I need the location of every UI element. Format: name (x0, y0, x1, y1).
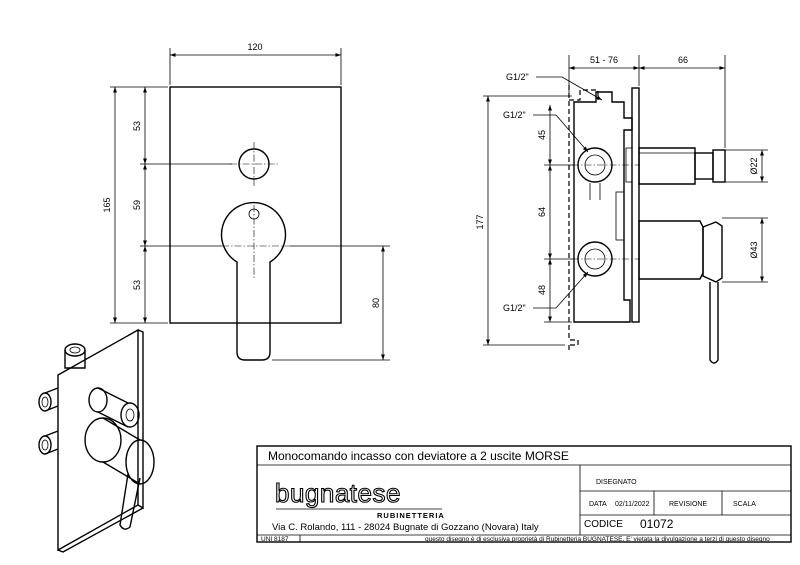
dim-dia-small: Ø22 (749, 157, 759, 174)
data-value: 02/11/2022 (615, 501, 650, 508)
thread-top-label: G1/2" (506, 72, 529, 82)
dim-side-bottom: 48 (537, 285, 547, 295)
data-label: DATA (589, 501, 607, 508)
dim-front-height: 165 (102, 197, 112, 212)
svg-text:RUBINETTERIA: RUBINETTERIA (377, 511, 445, 520)
dim-front-width: 120 (247, 42, 262, 52)
front-plate (169, 86, 342, 324)
dim-front-top: 53 (132, 121, 142, 131)
diverter-knob-side (638, 147, 696, 185)
dim-dia-large: Ø43 (749, 241, 759, 258)
isometric-view (38, 328, 155, 553)
dim-lever-drop: 80 (371, 298, 381, 308)
iso-pipe-upper (38, 387, 59, 412)
iso-diverter-knob (88, 387, 140, 428)
lever-side (638, 220, 704, 280)
brand-logo: bugnatese RUBINETTERIA (274, 477, 445, 520)
side-view: 51 - 76 66 G1/2" G1/2" G1/2" 177 45 64 4… (475, 55, 768, 364)
iso-pipe-lower (38, 430, 59, 455)
dim-side-top: 45 (537, 130, 547, 140)
codice-value: 01072 (640, 517, 674, 531)
scala-label: SCALA (733, 501, 756, 508)
drawing-title: Monocomando incasso con deviatore a 2 us… (268, 449, 569, 463)
disclaimer: questo disegno è di esclusiva proprietà … (425, 536, 770, 543)
mixer-lever (220, 201, 287, 361)
codice-label: CODICE (584, 519, 623, 530)
dim-front-mid: 59 (132, 200, 142, 210)
dim-front-bottom: 53 (132, 280, 142, 290)
title-block: Monocomando incasso con deviatore a 2 us… (256, 445, 792, 543)
company-address: Via C. Rolando, 111 - 28024 Bugnate di G… (272, 522, 539, 533)
revisione-label: REVISIONE (669, 501, 707, 508)
valve-body (573, 91, 633, 323)
thread-upper-label: G1/2" (503, 110, 526, 120)
thread-lower-label: G1/2" (503, 303, 526, 313)
front-view: 120 165 53 59 53 80 (102, 42, 390, 361)
dim-side-spacing: 64 (537, 207, 547, 217)
dim-side-height: 177 (475, 214, 485, 229)
iso-pipe-top (64, 343, 86, 369)
disegnato-label: DISEGNATO (596, 479, 637, 486)
svg-text:bugnatese: bugnatese (275, 478, 401, 508)
lever-pivot (248, 208, 260, 220)
norm-label: UNI 8187 (261, 536, 289, 543)
iso-lever (84, 417, 155, 530)
side-plate (631, 87, 640, 323)
dim-projection: 66 (678, 55, 688, 65)
dim-depth-range: 51 - 76 (590, 55, 618, 65)
